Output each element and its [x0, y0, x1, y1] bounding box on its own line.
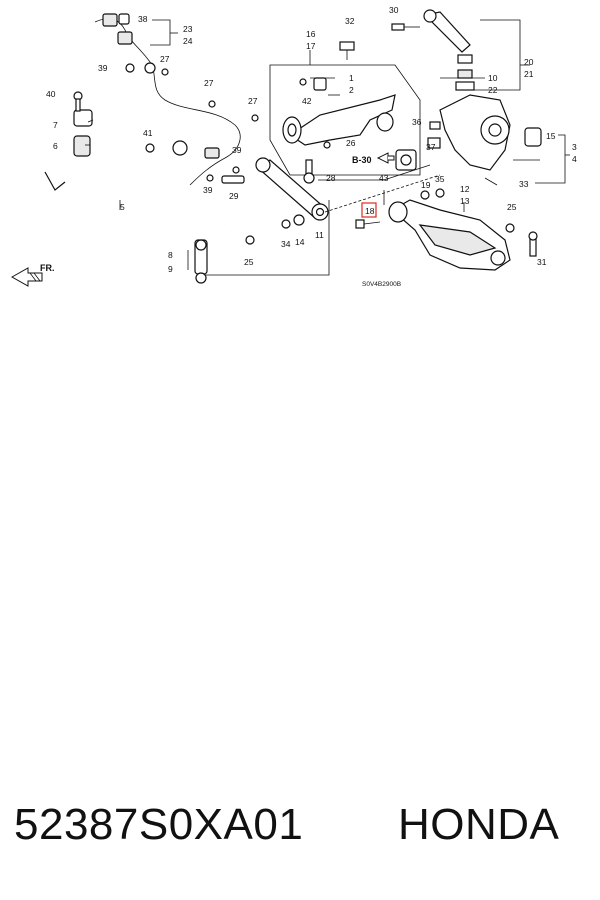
callout-38: 38	[138, 14, 148, 24]
callout-40: 40	[46, 89, 56, 99]
callout-26: 26	[346, 138, 356, 148]
knuckle-assembly	[339, 9, 542, 186]
callout-2: 2	[349, 85, 354, 95]
callout-17: 17	[306, 41, 316, 51]
callout-24: 24	[183, 36, 193, 46]
callout-27b: 27	[248, 96, 258, 106]
callout-3: 3	[572, 142, 577, 152]
callout-6: 6	[53, 141, 58, 151]
callout-35: 35	[435, 174, 445, 184]
callout-42: 42	[302, 96, 312, 106]
callout-9: 9	[168, 264, 173, 274]
callout-21: 21	[524, 69, 534, 79]
callout-30: 30	[389, 5, 399, 15]
callout-4: 4	[572, 154, 577, 164]
callout-20: 20	[524, 57, 534, 67]
callout-34: 34	[281, 239, 291, 249]
callout-12: 12	[460, 184, 470, 194]
callout-15: 15	[546, 131, 556, 141]
callout-19: 19	[421, 180, 431, 190]
callout-16: 16	[306, 29, 316, 39]
callout-31: 31	[537, 257, 547, 267]
callout-18: 18	[365, 206, 375, 216]
callout-25a: 25	[244, 257, 254, 267]
section-reference: B-30	[352, 152, 395, 165]
section-ref-label: B-30	[352, 155, 372, 165]
callout-43: 43	[379, 173, 389, 183]
upper-arm-assembly	[269, 64, 421, 184]
callout-33: 33	[519, 179, 529, 189]
callout-37: 37	[426, 142, 436, 152]
callout-39c: 39	[203, 185, 213, 195]
callout-39b: 39	[232, 145, 242, 155]
direction-label: FR.	[40, 263, 55, 273]
callout-7: 7	[53, 120, 58, 130]
suspension-parts-diagram: FR. B-30 1 2 3 4 5 6 7 8 9 10 11 12 13 1…	[10, 5, 577, 288]
callout-11: 11	[315, 230, 324, 240]
callout-23: 23	[183, 24, 193, 34]
callout-39a: 39	[98, 63, 108, 73]
callout-22: 22	[488, 85, 498, 95]
highlight-box	[361, 202, 377, 218]
leader-lines	[85, 19, 570, 276]
callout-27a: 27	[204, 78, 214, 88]
callout-10: 10	[488, 73, 498, 83]
callout-labels: 1 2 3 4 5 6 7 8 9 10 11 12 13 14 15 16 1…	[46, 5, 577, 274]
part-number: 52387S0XA01	[14, 800, 304, 849]
lower-control-arm	[355, 199, 538, 271]
callout-14: 14	[295, 237, 305, 247]
callout-13: 13	[460, 196, 470, 206]
stabilizer-bar	[44, 91, 255, 284]
callout-28: 28	[326, 173, 336, 183]
brand-name: HONDA	[398, 800, 560, 849]
callout-5: 5	[120, 202, 125, 212]
callout-36: 36	[412, 117, 422, 127]
callout-27c: 27	[160, 54, 170, 64]
callout-8: 8	[168, 250, 173, 260]
front-direction-arrow: FR.	[10, 263, 55, 287]
callout-1: 1	[349, 73, 354, 83]
callout-41: 41	[143, 128, 153, 138]
abs-harness	[94, 13, 259, 186]
lower-link	[255, 149, 445, 229]
diagram-ref-code: S0V4B2900B	[362, 281, 401, 288]
callout-25b: 25	[507, 202, 517, 212]
callout-29: 29	[229, 191, 239, 201]
callout-32: 32	[345, 16, 355, 26]
